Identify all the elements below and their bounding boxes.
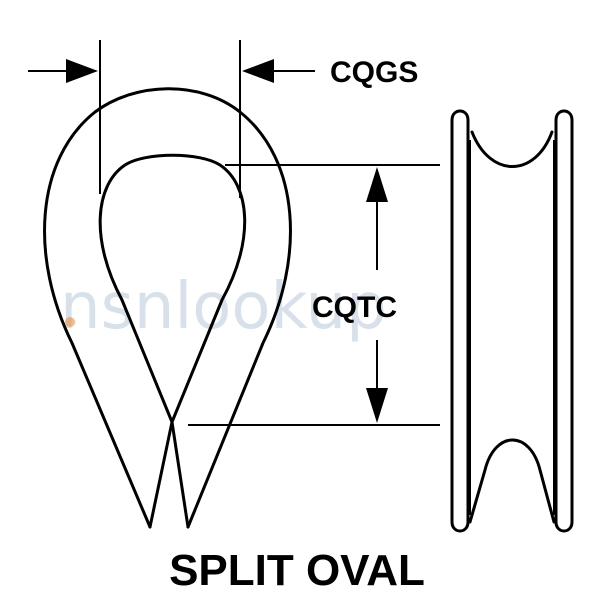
thimble-side-view [450,109,574,533]
cqgs-arrow-left-head [66,59,98,83]
thimble-split-line-left [148,420,174,529]
cqtc-arrow-head-top [366,167,388,202]
cqtc-label: CQTC [312,291,397,324]
side-view-left-flange [450,109,470,533]
watermark-accent-dot [65,317,75,327]
thimble-inner-eye [98,153,247,424]
thimble-outer-outline [43,87,292,529]
thimble-front-view [43,87,292,529]
thimble-split-line-right [170,420,190,529]
cqgs-label: CQGS [330,56,418,89]
cqtc-arrow-head-bottom [366,388,388,423]
dimension-cqgs: CQGS [28,40,418,198]
cqgs-arrow-right-head [242,59,274,83]
side-view-right-flange [554,109,574,533]
diagram-title: SPLIT OVAL [169,546,425,595]
side-view-top-groove [470,130,554,168]
dimension-cqtc: CQTC [188,164,440,426]
side-view-bottom-groove [468,438,556,524]
